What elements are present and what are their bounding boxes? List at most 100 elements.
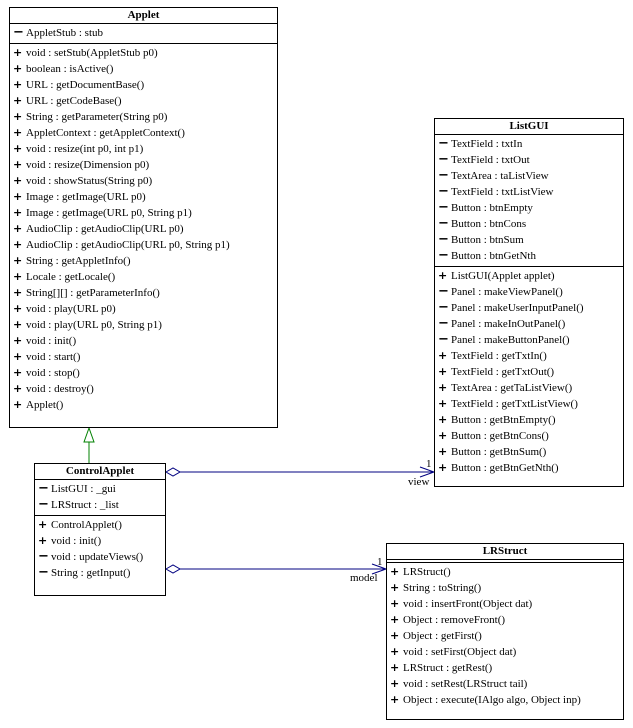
attribute-row: −AppletStub : stub [10, 25, 277, 41]
public-visibility-icon: + [13, 382, 23, 395]
operation-row: +void : setFirst(Object dat) [387, 644, 623, 660]
operation-row: +TextArea : getTaListView() [435, 380, 623, 396]
attributes-section [387, 560, 623, 563]
public-visibility-icon: + [438, 461, 448, 474]
attribute-text: LRStruct : _list [51, 499, 119, 511]
model-role-label: model [350, 572, 378, 584]
operation-text: void : play(URL p0) [26, 303, 116, 315]
public-visibility-icon: + [13, 190, 23, 203]
public-visibility-icon: + [38, 534, 48, 547]
public-visibility-icon: + [13, 302, 23, 315]
operation-text: Object : getFirst() [403, 630, 482, 642]
operation-text: Applet() [26, 399, 64, 411]
operation-text: void : init() [51, 535, 102, 547]
operation-row: +Button : getBtnSum() [435, 444, 623, 460]
operation-row: +Applet() [10, 397, 277, 413]
public-visibility-icon: + [13, 398, 23, 411]
operation-text: AudioClip : getAudioClip(URL p0) [26, 223, 184, 235]
private-visibility-icon: − [438, 152, 449, 167]
public-visibility-icon: + [390, 629, 400, 642]
public-visibility-icon: + [390, 661, 400, 674]
attribute-text: TextArea : taListView [451, 170, 549, 182]
public-visibility-icon: + [13, 46, 23, 59]
private-visibility-icon: − [438, 168, 449, 183]
public-visibility-icon: + [13, 110, 23, 123]
operation-row: +void : showStatus(String p0) [10, 173, 277, 189]
attribute-text: TextField : txtListView [451, 186, 554, 198]
class-lrstruct[interactable]: LRStruct +LRStruct()+String : toString()… [386, 543, 624, 720]
class-applet[interactable]: Applet −AppletStub : stub +void : setStu… [9, 7, 278, 428]
operation-row: −String : getInput() [35, 565, 165, 581]
operation-text: String : getParameter(String p0) [26, 111, 168, 123]
operation-text: URL : getCodeBase() [26, 95, 122, 107]
operation-text: void : destroy() [26, 383, 94, 395]
operations-section: +LRStruct()+String : toString()+void : i… [387, 563, 623, 710]
public-visibility-icon: + [390, 693, 400, 706]
operation-row: +String[][] : getParameterInfo() [10, 285, 277, 301]
operation-text: boolean : isActive() [26, 63, 114, 75]
class-controlapplet[interactable]: ControlApplet −ListGUI : _gui−LRStruct :… [34, 463, 166, 596]
public-visibility-icon: + [13, 366, 23, 379]
public-visibility-icon: + [13, 254, 23, 267]
public-visibility-icon: + [13, 286, 23, 299]
operation-row: +TextField : getTxtOut() [435, 364, 623, 380]
operation-row: +void : play(URL p0, String p1) [10, 317, 277, 333]
operation-text: ControlApplet() [51, 519, 122, 531]
operation-text: AppletContext : getAppletContext() [26, 127, 185, 139]
public-visibility-icon: + [438, 349, 448, 362]
operation-row: −void : updateViews() [35, 549, 165, 565]
operations-section: +void : setStub(AppletStub p0)+boolean :… [10, 44, 277, 415]
operation-row: +AppletContext : getAppletContext() [10, 125, 277, 141]
operations-section: +ListGUI(Applet applet)−Panel : makeView… [435, 267, 623, 478]
private-visibility-icon: − [13, 25, 24, 40]
operation-text: void : setFirst(Object dat) [403, 646, 517, 658]
operation-text: URL : getDocumentBase() [26, 79, 145, 91]
class-title: ControlApplet [35, 464, 165, 480]
attribute-text: Button : btnGetNth [451, 250, 536, 262]
operation-text: void : stop() [26, 367, 80, 379]
attributes-section: −ListGUI : _gui−LRStruct : _list [35, 480, 165, 516]
operation-text: void : insertFront(Object dat) [403, 598, 533, 610]
class-listgui[interactable]: ListGUI −TextField : txtIn−TextField : t… [434, 118, 624, 487]
generalization-arrowhead [83, 426, 95, 443]
public-visibility-icon: + [38, 518, 48, 531]
private-visibility-icon: − [438, 300, 449, 315]
attribute-row: −Button : btnEmpty [435, 200, 623, 216]
operation-text: String : toString() [403, 582, 482, 594]
operation-text: Locale : getLocale() [26, 271, 116, 283]
public-visibility-icon: + [13, 334, 23, 347]
operation-text: LRStruct() [403, 566, 451, 578]
public-visibility-icon: + [13, 222, 23, 235]
operation-row: −Panel : makeButtonPanel() [435, 332, 623, 348]
operation-row: +void : init() [10, 333, 277, 349]
public-visibility-icon: + [390, 645, 400, 658]
operation-text: void : setStub(AppletStub p0) [26, 47, 158, 59]
operation-text: Button : getBtnGetNth() [451, 462, 559, 474]
operation-row: +URL : getDocumentBase() [10, 77, 277, 93]
attribute-text: TextField : txtIn [451, 138, 523, 150]
public-visibility-icon: + [13, 350, 23, 363]
operation-text: TextArea : getTaListView() [451, 382, 573, 394]
operation-text: TextField : getTxtIn() [451, 350, 547, 362]
attribute-row: −TextField : txtListView [435, 184, 623, 200]
attribute-row: −Button : btnSum [435, 232, 623, 248]
operations-section: +ControlApplet()+void : init() −void : up… [35, 516, 165, 583]
private-visibility-icon: − [438, 184, 449, 199]
operation-text: Panel : makeButtonPanel() [451, 334, 570, 346]
operation-row: +AudioClip : getAudioClip(URL p0, String… [10, 237, 277, 253]
public-visibility-icon: + [13, 142, 23, 155]
operation-text: void : updateViews() [51, 551, 144, 563]
operation-text: Button : getBtnSum() [451, 446, 547, 458]
operation-row: +LRStruct() [387, 564, 623, 580]
operation-text: Image : getImage(URL p0, String p1) [26, 207, 192, 219]
public-visibility-icon: + [390, 565, 400, 578]
public-visibility-icon: + [13, 158, 23, 171]
public-visibility-icon: + [438, 429, 448, 442]
public-visibility-icon: + [13, 318, 23, 331]
operation-row: +Object : removeFront() [387, 612, 623, 628]
operation-text: String : getInput() [51, 567, 131, 579]
operation-row: +String : toString() [387, 580, 623, 596]
attribute-text: AppletStub : stub [26, 27, 104, 39]
operation-text: Button : getBtnEmpty() [451, 414, 556, 426]
